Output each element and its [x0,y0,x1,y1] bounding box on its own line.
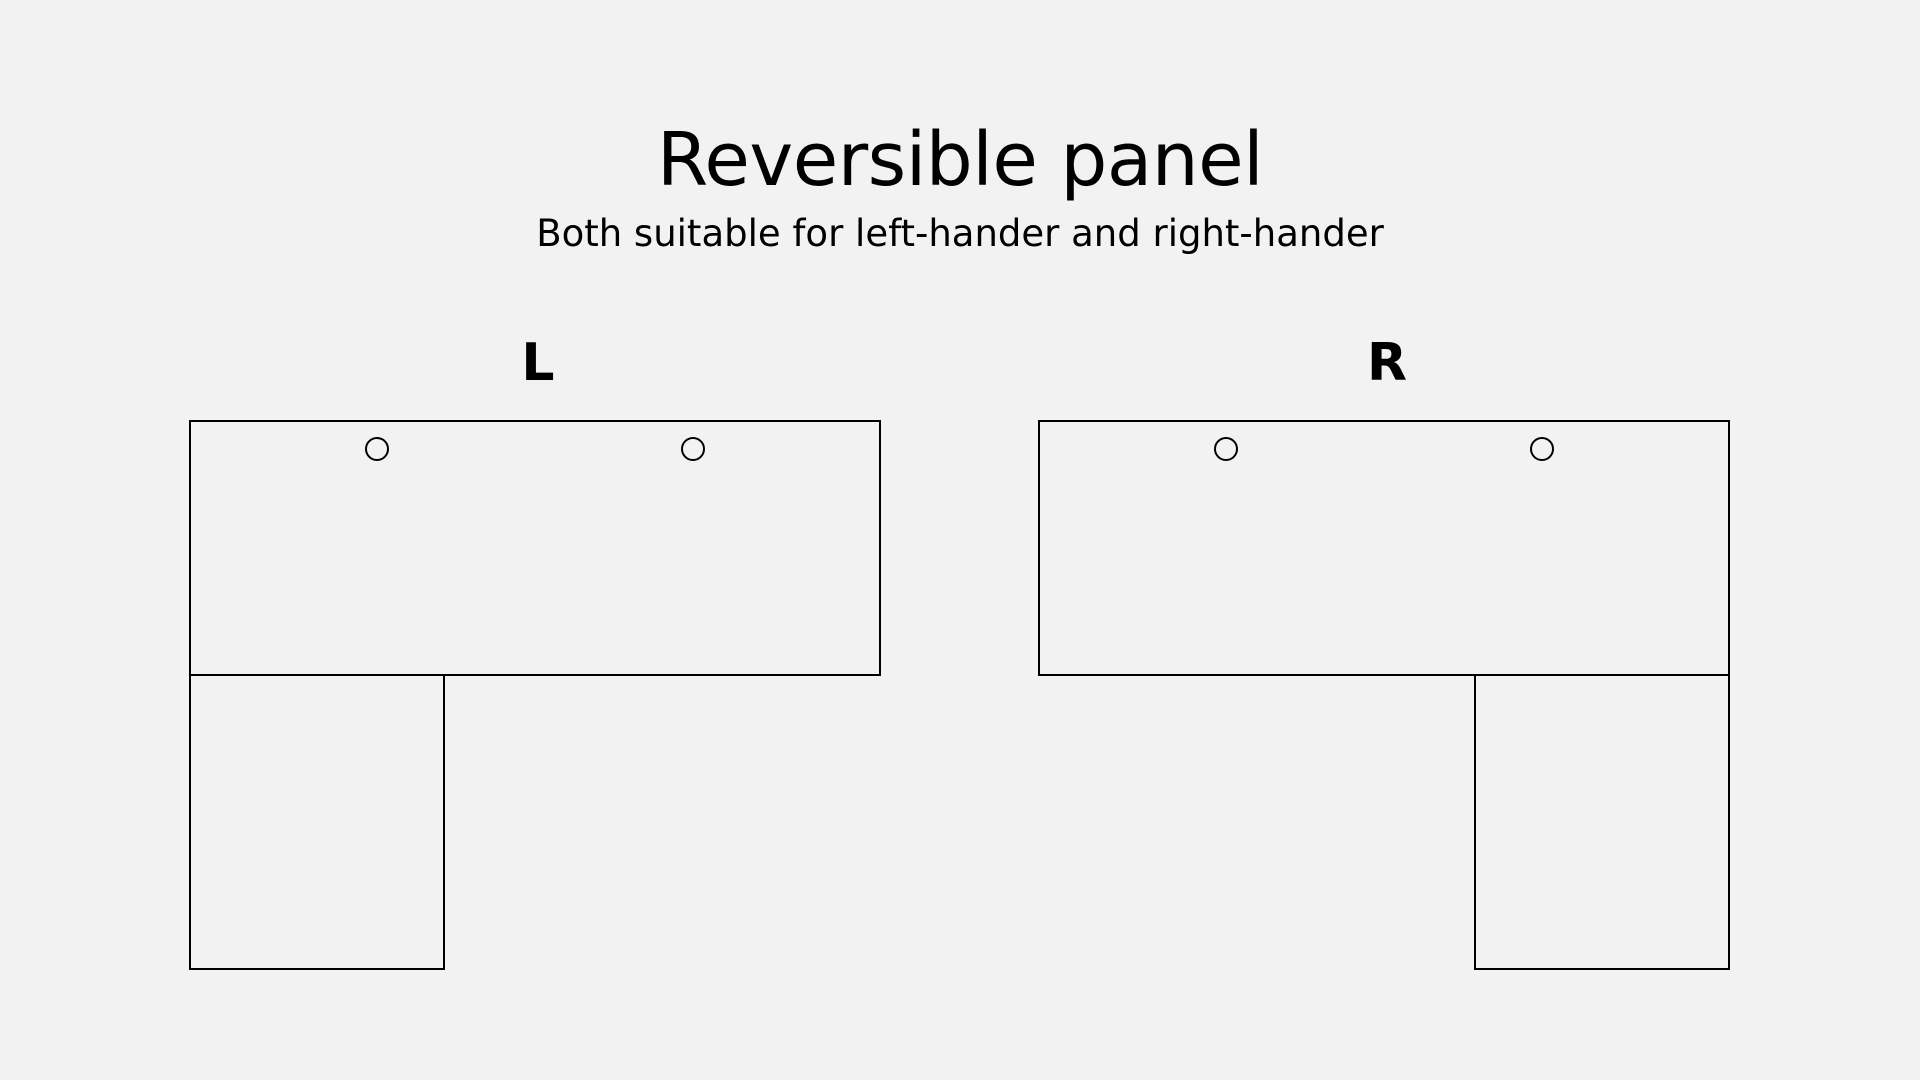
desktop-main-panel-right [1038,420,1730,676]
panel-label-left: L [521,333,554,393]
grommet-hole-icon [365,437,389,461]
panel-label-right: R [1367,333,1407,393]
grommet-hole-icon [681,437,705,461]
desktop-return-panel-right [1474,674,1730,970]
desktop-return-panel-left [189,674,445,970]
page-subtitle: Both suitable for left-hander and right-… [536,212,1384,255]
grommet-hole-icon [1530,437,1554,461]
panel-left-configuration: L [189,333,881,970]
grommet-hole-icon [1214,437,1238,461]
page-title: Reversible panel [656,117,1264,203]
panel-right-configuration: R [1038,333,1730,970]
desktop-main-panel-left [189,420,881,676]
